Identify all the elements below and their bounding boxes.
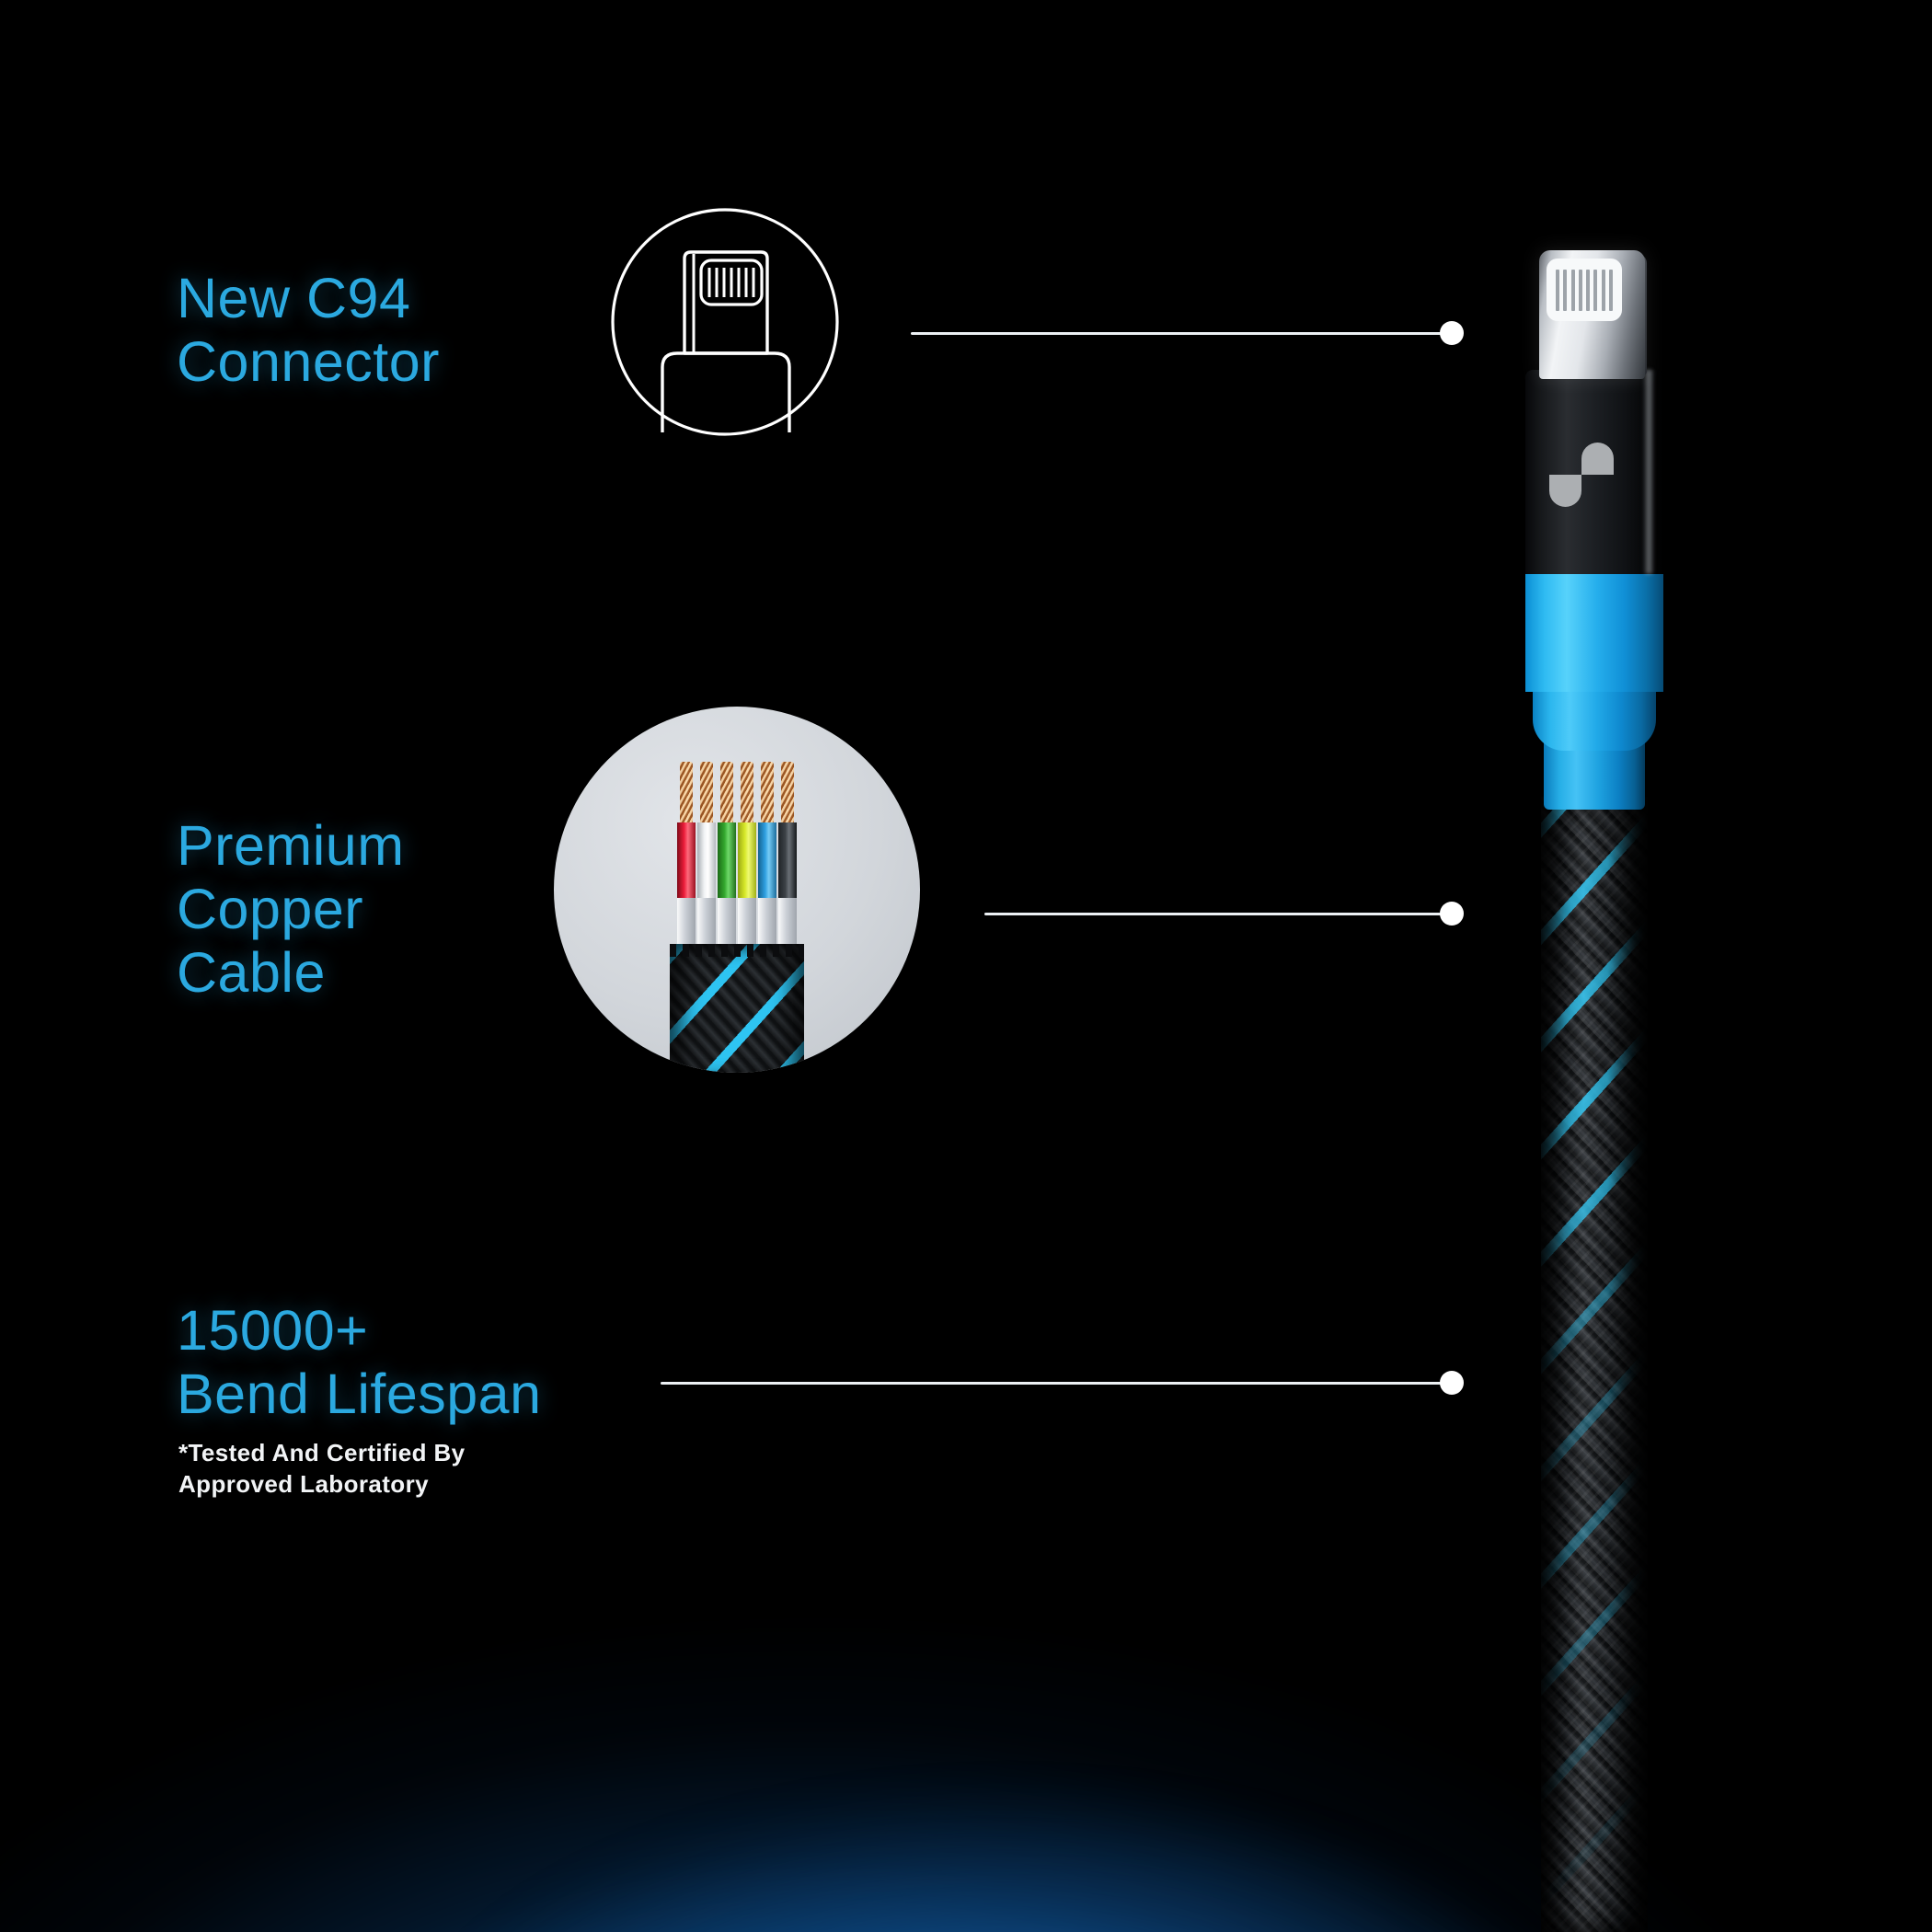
leader-dot-bend bbox=[1440, 1371, 1464, 1395]
contact-pin bbox=[1608, 270, 1613, 311]
copper-strands bbox=[741, 762, 753, 822]
wire-insulation bbox=[677, 822, 696, 898]
brand-logo-mark bbox=[1549, 443, 1614, 507]
contact-pin bbox=[1556, 270, 1559, 311]
copper-strands bbox=[720, 762, 733, 822]
feature-label-copper: Premium Copper Cable bbox=[177, 814, 405, 1004]
background-blue-glow-core bbox=[386, 1490, 1766, 1932]
leader-dot-connector bbox=[1440, 321, 1464, 345]
housing-specular-highlight bbox=[1643, 370, 1654, 574]
contact-pin bbox=[1593, 270, 1598, 311]
wire-insulation bbox=[718, 822, 736, 898]
strain-relief-taper bbox=[1533, 684, 1656, 751]
leader-dot-copper bbox=[1440, 902, 1464, 926]
feature-label-connector: New C94 Connector bbox=[177, 267, 440, 393]
contact-pin bbox=[1570, 270, 1575, 311]
copper-strands bbox=[781, 762, 794, 822]
leader-line-copper bbox=[984, 913, 1449, 915]
braid-top-edge bbox=[670, 944, 804, 957]
contact-pin bbox=[1578, 270, 1582, 311]
braided-sheath bbox=[670, 944, 804, 1073]
wire-insulation bbox=[778, 822, 797, 898]
logo-upper-block bbox=[1581, 443, 1614, 475]
wire-insulation bbox=[697, 822, 716, 898]
lightning-contact-pins bbox=[1556, 270, 1613, 311]
contact-pin bbox=[1563, 270, 1568, 311]
leader-line-connector bbox=[911, 332, 1449, 335]
copper-strands bbox=[680, 762, 693, 822]
bend-lifespan-footnote: *Tested And Certified By Approved Labora… bbox=[178, 1439, 466, 1499]
lightning-connector-icon bbox=[609, 206, 841, 438]
leader-line-bend bbox=[661, 1382, 1452, 1385]
wire-insulation bbox=[738, 822, 756, 898]
strain-relief-blue bbox=[1525, 574, 1663, 692]
contact-pin bbox=[1586, 270, 1591, 311]
contact-pin bbox=[1601, 270, 1605, 311]
copper-strands bbox=[761, 762, 774, 822]
copper-strands bbox=[700, 762, 713, 822]
braid-cyan-dashes bbox=[1541, 797, 1648, 1932]
wire-insulation bbox=[758, 822, 776, 898]
feature-label-bend-lifespan: 15000+ Bend Lifespan bbox=[177, 1299, 542, 1425]
logo-lower-block bbox=[1549, 475, 1581, 507]
copper-cable-cross-section-icon bbox=[554, 707, 920, 1073]
